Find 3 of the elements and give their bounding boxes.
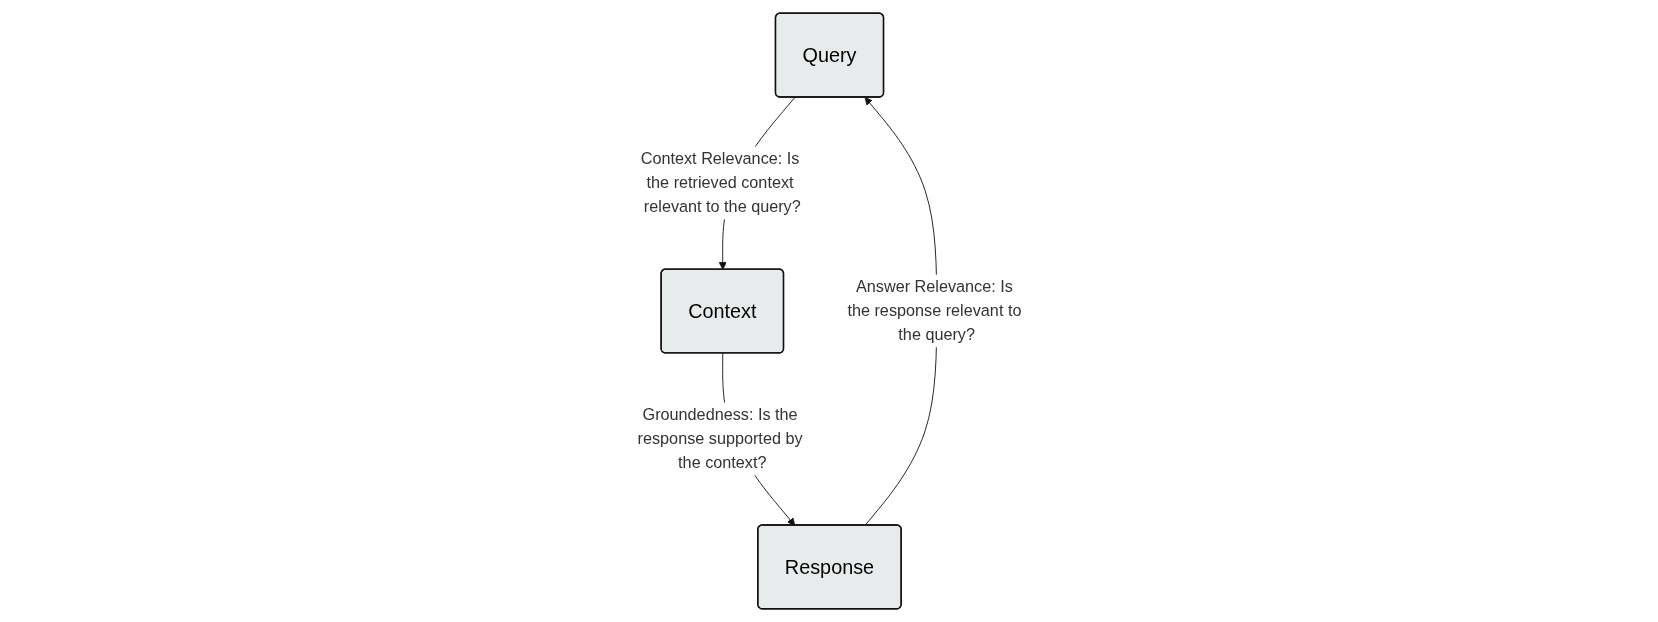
edge-label: Groundedness: Is the response supported by the context? — [637, 405, 803, 472]
edge-label: Context Relevance: Is the retrieved context relevant to the query? — [640, 149, 801, 216]
edge-label: Answer Relevance: Is the response relevant to the query? — [846, 277, 1021, 344]
